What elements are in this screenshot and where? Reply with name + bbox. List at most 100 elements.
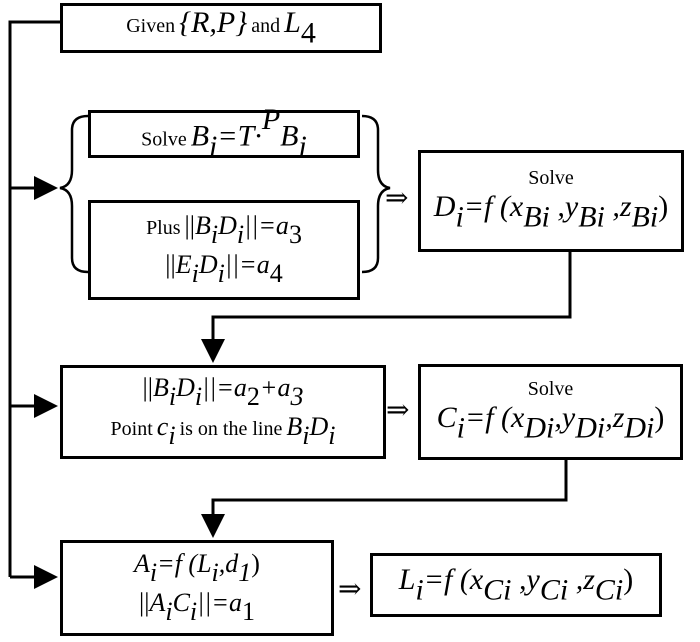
solve-d-z-sub: Bi [631, 200, 659, 234]
bd-line-d-sub: i [328, 421, 336, 451]
l-close: ) [623, 562, 634, 596]
solve-d-box: Solve Di=f (xBi ,yBi ,zBi) [418, 150, 684, 252]
given-set: {R,P} [179, 5, 248, 39]
a-line-2: ||AiCi||=a1 [139, 588, 255, 627]
solve-b-rhs-sub: i [298, 130, 307, 164]
a-box: Ai=f (Li,d1) ||AiCi||=a1 [60, 540, 334, 636]
bd-line-b: B [286, 412, 303, 441]
l-formula: Li=f (xCi ,yCi ,zCi) [399, 563, 634, 608]
solve-d-x-sub: Bi [523, 200, 550, 234]
bd-point-label: Point [110, 418, 153, 440]
solve-b-lhs: B [190, 119, 210, 153]
a2-c: C [172, 588, 190, 617]
bd-norm-open: || [142, 373, 153, 403]
a-eq: =f (L [157, 549, 212, 579]
bd-plus: +a [259, 373, 291, 403]
a-mid: ,d [218, 549, 239, 579]
bd-line-b-sub: i [302, 421, 310, 451]
solve-c-lhs-sub: i [456, 411, 465, 445]
solve-c-title: Solve [527, 378, 574, 400]
solve-b-label: Solve [141, 128, 187, 151]
plus2-d-sub: i [217, 259, 225, 289]
bd-c: c [156, 412, 169, 441]
given-var-sub: 4 [300, 16, 316, 49]
solve-c-x-sub: Di [524, 411, 555, 445]
plus-line-2: ||EiDi||=a4 [165, 250, 282, 289]
right-brace [361, 114, 391, 274]
solve-b-sup: P [261, 103, 281, 137]
a2-c-sub: i [189, 597, 198, 627]
solve-d-formula: Di=f (xBi ,yBi ,zBi) [434, 190, 668, 235]
solve-c-eq: =f (x [464, 401, 525, 434]
l-z-sub: Ci [594, 573, 624, 606]
solve-b-rhs: B [280, 119, 299, 153]
solve-c-lhs: C [436, 401, 457, 434]
solve-d-y-sub: Bi [578, 200, 605, 234]
a-lhs-sub: i [149, 558, 158, 588]
solve-d-title: Solve [528, 167, 574, 189]
plus-d: D [218, 211, 237, 241]
a-line-1: Ai=f (Li,d1) [134, 549, 260, 588]
plus-norm-close: ||=a [244, 211, 289, 241]
plus-label: Plus [146, 217, 181, 240]
solve-c-close: ) [654, 401, 665, 434]
l-lhs: L [398, 562, 416, 596]
plus-d-sub: i [236, 220, 245, 250]
solve-c-z-sub: Di [624, 411, 655, 445]
bd-b: B [152, 373, 169, 403]
bd-line-1: ||BiDi||=a2+a3 [143, 373, 304, 412]
solve-c-formula: Ci=f (xDi,yDi,zDi) [437, 401, 665, 446]
plus2-e-sub: i [191, 259, 199, 289]
a-d-sub: 1 [238, 558, 252, 588]
plus-norm-open: || [184, 211, 195, 241]
plus2-d: D [198, 250, 218, 279]
solve-b-text: Solve Bi=T·PBi [141, 103, 307, 165]
main-spine-line [8, 20, 60, 577]
l-box: Li=f (xCi ,yCi ,zCi) [370, 553, 662, 617]
plus2-a4-sub: 4 [269, 259, 283, 289]
given-label: Given [126, 14, 176, 37]
plus-b: B [194, 211, 211, 241]
given-box: Given {R,P} and L4 [60, 3, 382, 53]
solve-d-z: ,z [604, 190, 632, 223]
l-z: ,z [568, 562, 595, 596]
plus-b-sub: i [210, 220, 219, 250]
bd-a3-sub: 3 [290, 382, 304, 412]
plus2-e: E [175, 250, 192, 279]
a2-a: A [149, 588, 166, 617]
a-l-sub: i [211, 558, 219, 588]
solve-c-box: Solve Ci=f (xDi,yDi,zDi) [418, 364, 683, 460]
l-y-sub: Ci [539, 573, 569, 606]
solve-d-lhs: D [433, 190, 456, 223]
a2-norm-close: ||=a [197, 588, 242, 617]
bd-on-line-label: is on the line [179, 418, 283, 440]
bd-line-d: D [309, 412, 329, 441]
a2-norm-open: || [139, 588, 150, 617]
bd-b-sub: i [168, 382, 177, 412]
plus2-norm-open: || [165, 250, 176, 279]
bd-c-sub: i [168, 421, 176, 451]
solve-d-y: ,y [549, 190, 579, 223]
solve-d-lhs-sub: i [455, 200, 464, 234]
bd-line-2: Point ci is on the line BiDi [111, 412, 336, 451]
solve-d-eq: =f (x [463, 190, 524, 223]
solve-c-z: ,z [605, 401, 625, 434]
implies-arrow-3: ⇒ [338, 574, 362, 605]
solve-b-box: Solve Bi=T·PBi [88, 103, 360, 163]
left-brace [59, 114, 89, 274]
arrow-d-to-bd [201, 252, 572, 363]
given-text: Given {R,P} and L4 [126, 6, 316, 51]
bd-box: ||BiDi||=a2+a3 Point ci is on the line B… [60, 365, 386, 459]
a2-a-sub: i [165, 597, 173, 627]
solve-c-y: ,y [554, 401, 576, 434]
given-var: L [284, 5, 301, 39]
bd-d-sub: i [194, 382, 203, 412]
a-close: ) [251, 549, 260, 579]
solve-b-eq: =T· [217, 119, 262, 153]
solve-c-y-sub: Di [575, 411, 606, 445]
solve-d-close: ) [658, 190, 669, 223]
l-y: ,y [511, 562, 540, 596]
l-x-sub: Ci [483, 573, 512, 606]
l-lhs-sub: i [415, 573, 424, 606]
